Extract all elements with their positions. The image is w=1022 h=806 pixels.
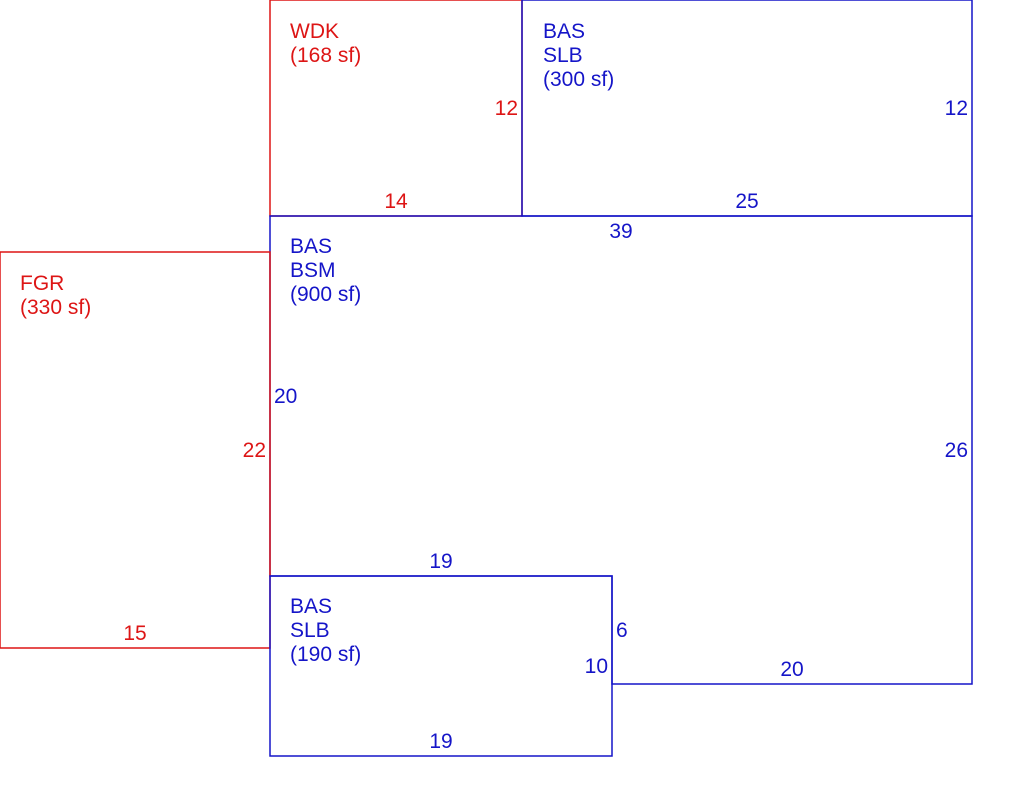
fgr-dim-bottom: 15 — [123, 622, 146, 645]
bsm-dim-bottom: 20 — [780, 658, 803, 681]
slb-bottom-type-label: SLB — [290, 619, 330, 642]
bsm-area-label: (900 sf) — [290, 283, 361, 306]
slb-bottom-outline — [269, 575, 613, 757]
bsm-dim-left: 20 — [274, 385, 297, 408]
bsm-dim-step: 6 — [616, 619, 628, 642]
fgr-area-label: (330 sf) — [20, 296, 91, 319]
slb-top-area-label: (300 sf) — [543, 68, 614, 91]
slb-top-outline — [521, 0, 973, 217]
bsm-dim-top: 39 — [609, 220, 632, 243]
bsm-code-label: BAS — [290, 235, 332, 258]
slb-top-dim-right: 12 — [945, 97, 968, 120]
bsm-type-label: BSM — [290, 259, 336, 282]
slb-bottom-dim-bottom: 19 — [429, 730, 452, 753]
fgr-code-label: FGR — [20, 272, 64, 295]
bsm-dim-inner-top: 19 — [429, 550, 452, 573]
slb-bottom-dim-right: 10 — [585, 655, 608, 678]
slb-top-code-label: BAS — [543, 20, 585, 43]
slb-bottom-code-label: BAS — [290, 595, 332, 618]
wdk-dim-bottom: 14 — [384, 190, 408, 213]
wdk-dim-right: 12 — [495, 97, 518, 120]
slb-top-dim-bottom: 25 — [735, 190, 758, 213]
bsm-dim-right: 26 — [945, 439, 968, 462]
bsm-outline — [269, 215, 973, 685]
wdk-code-label: WDK — [290, 20, 339, 43]
fgr-dim-right: 22 — [243, 439, 266, 462]
slb-top-type-label: SLB — [543, 44, 583, 67]
wdk-area-label: (168 sf) — [290, 44, 361, 67]
slb-bottom-area-label: (190 sf) — [290, 643, 361, 666]
